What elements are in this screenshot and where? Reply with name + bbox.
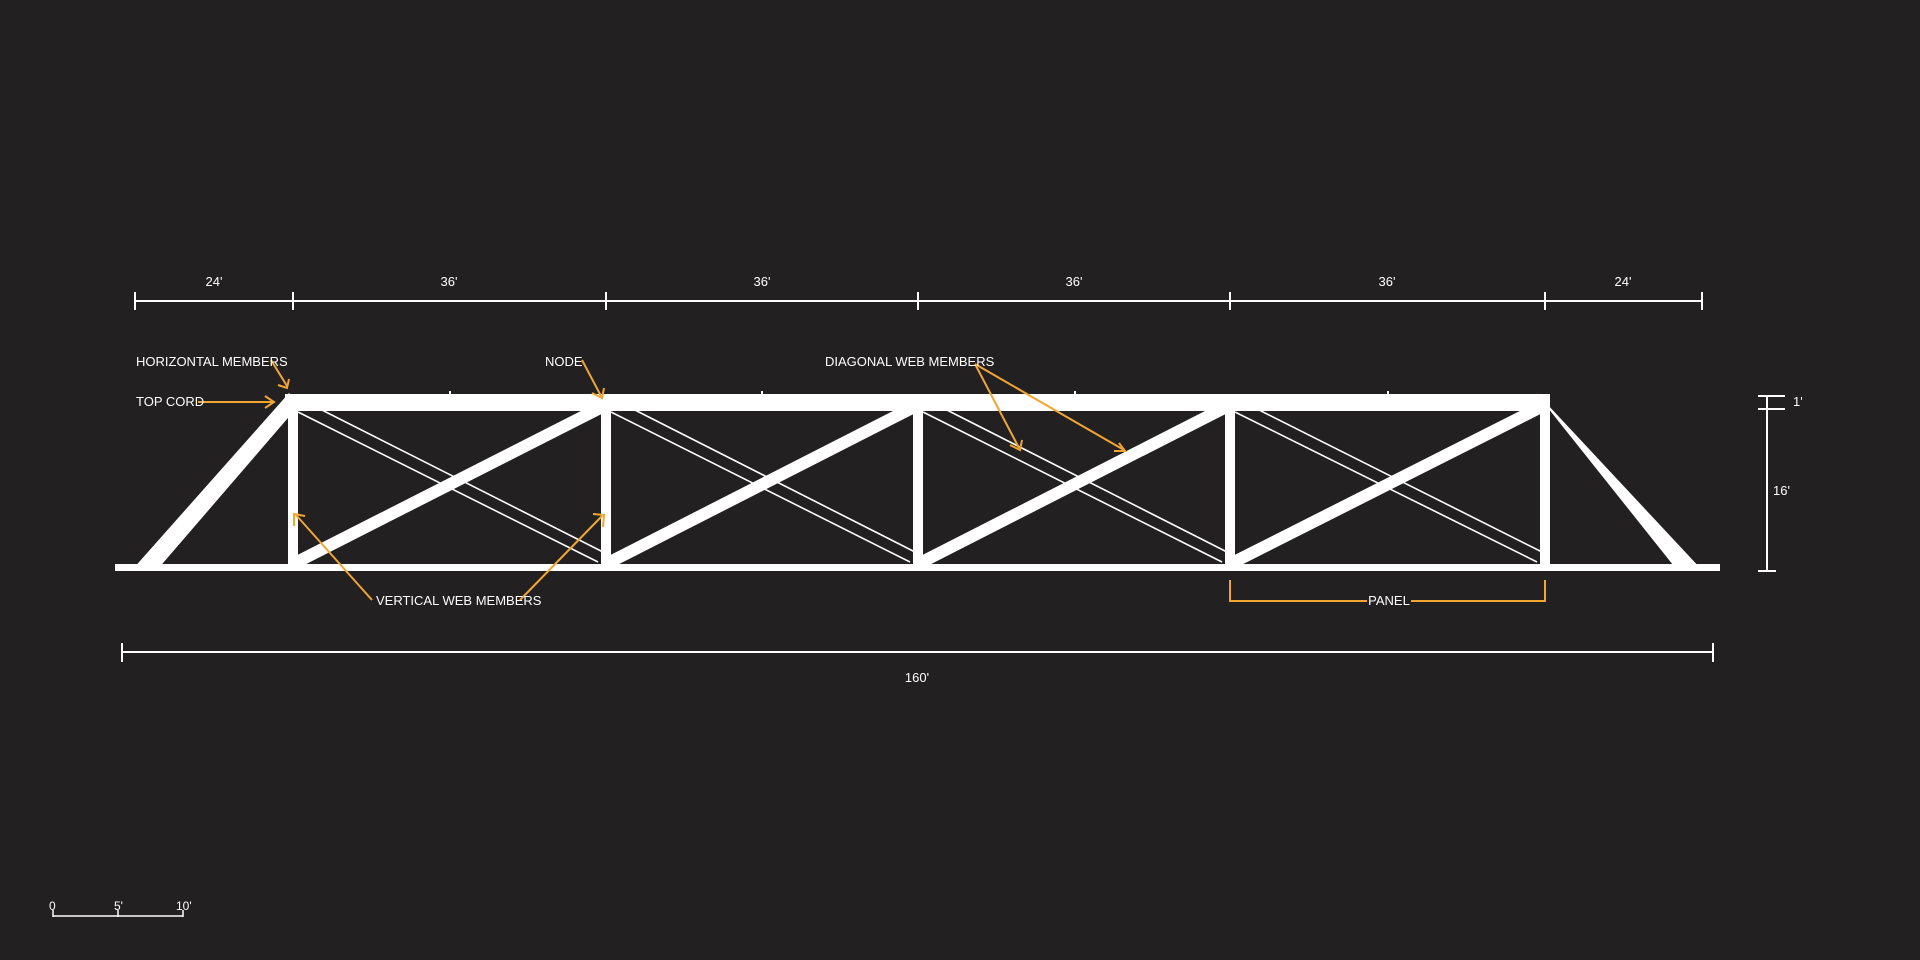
dimension-label: 24' (1615, 274, 1632, 289)
left-end-post (132, 393, 300, 570)
top-chord-ticks (449, 391, 1389, 395)
diagonal-web-members-label: DIAGONAL WEB MEMBERS (825, 354, 995, 369)
dimension-label: 36' (1066, 274, 1083, 289)
chord-thickness-label: 1' (1793, 394, 1803, 409)
vertical-web-member (1540, 405, 1550, 566)
truss (115, 391, 1720, 571)
overall-length-label: 160' (905, 670, 929, 685)
scale-label-0: 0 (49, 899, 56, 913)
dimension-label: 24' (206, 274, 223, 289)
node-label: NODE (545, 354, 583, 369)
counter-diagonals (297, 404, 1543, 563)
bottom-chord (115, 564, 1720, 571)
vertical-web-member (288, 405, 298, 566)
vertical-web-member (1225, 405, 1235, 566)
diagonal-web-member (1227, 399, 1548, 570)
diagonal-web-member (290, 399, 609, 570)
panel-label: PANEL (1368, 593, 1410, 608)
scale-bar (52, 910, 184, 917)
truss-height-label: 16' (1773, 483, 1790, 498)
right-end-post (1536, 393, 1702, 570)
horizontal-members-label: HORIZONTAL MEMBERS (136, 354, 288, 369)
top-cord-label: TOP CORD (136, 394, 204, 409)
dimension-label: 36' (754, 274, 771, 289)
vertical-web-member (601, 405, 611, 566)
vertical-web-member (913, 405, 923, 566)
scale-label-10: 10' (176, 899, 192, 913)
dimension-label: 36' (1379, 274, 1396, 289)
dimension-label: 36' (441, 274, 458, 289)
diagonal-web-member (603, 399, 921, 570)
vertical-web-members-label: VERTICAL WEB MEMBERS (376, 593, 542, 608)
scale-label-5: 5' (114, 899, 123, 913)
diagonal-web-member (915, 399, 1233, 570)
callout-arrows (198, 359, 1546, 602)
overall-dimension-line (121, 643, 1714, 662)
top-dimension-line (134, 292, 1703, 310)
height-dimension (1758, 395, 1785, 572)
